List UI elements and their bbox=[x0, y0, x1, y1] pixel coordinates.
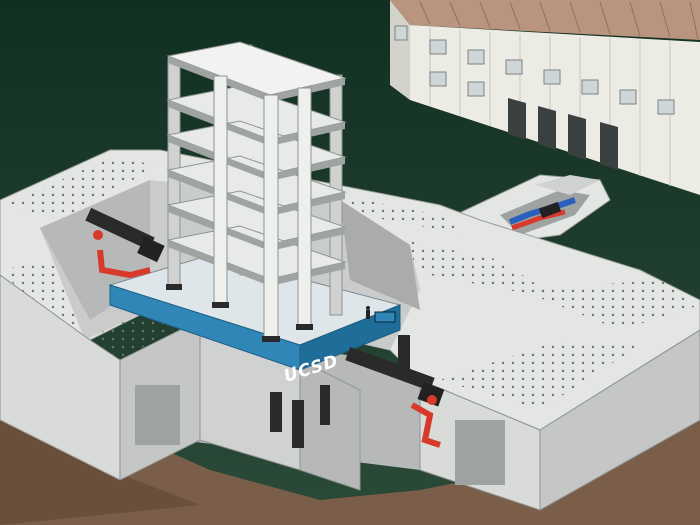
wall-opening bbox=[135, 385, 180, 445]
shake-table: UCSD bbox=[108, 254, 402, 387]
hydraulic-actuator-left bbox=[85, 207, 165, 279]
wall-opening-right bbox=[455, 420, 505, 485]
table-plate-label bbox=[374, 311, 396, 323]
warehouse-building bbox=[390, 0, 700, 195]
test-building-frame bbox=[166, 41, 347, 342]
vertical-actuators bbox=[270, 335, 410, 448]
person-figure bbox=[366, 306, 370, 319]
hydraulic-line-red bbox=[511, 209, 566, 231]
hydraulic-actuator-right bbox=[345, 347, 445, 448]
